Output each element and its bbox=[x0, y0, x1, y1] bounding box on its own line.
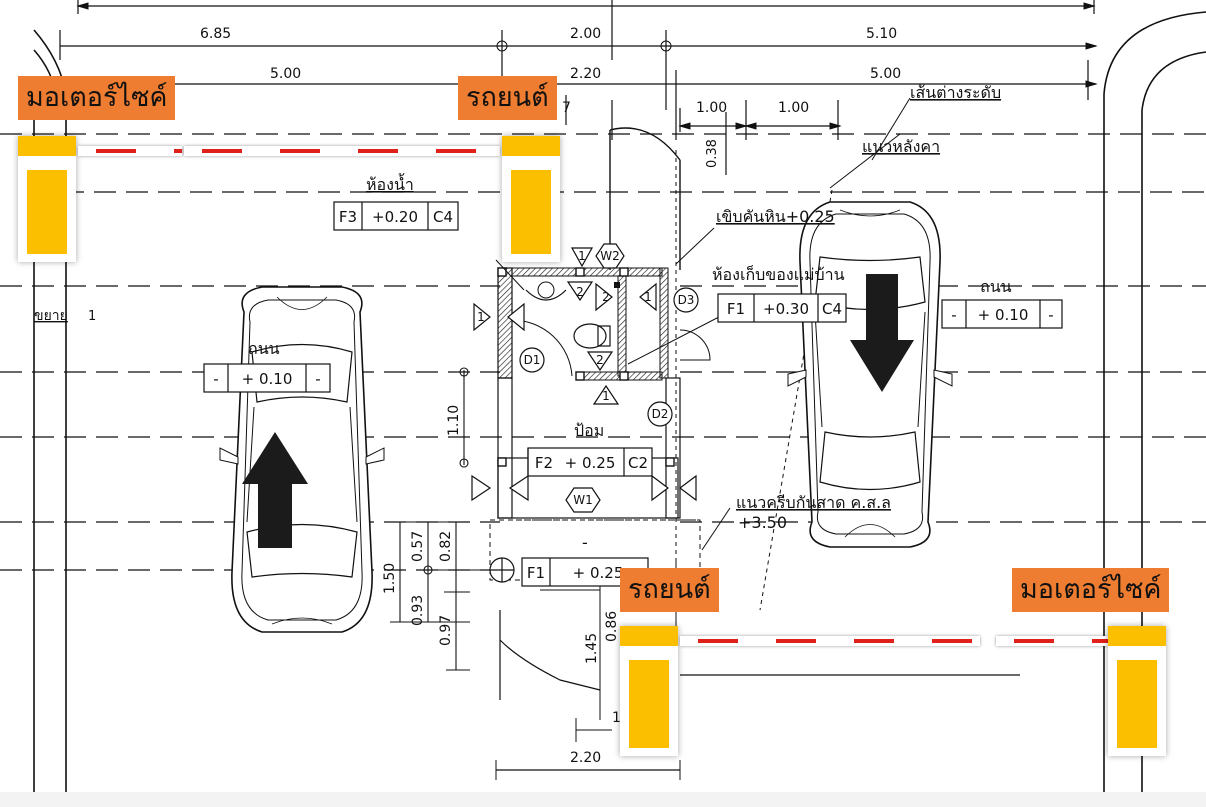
arrow-up-icon bbox=[242, 432, 308, 548]
barrier-arm-top-right bbox=[184, 146, 500, 156]
label-motorcycle-bottom: มอเตอร์ไซค์ bbox=[1012, 568, 1170, 612]
tag-road-left-right: - bbox=[315, 370, 320, 388]
dim-510: 5.10 bbox=[866, 26, 897, 42]
tag-road-right-left: - bbox=[951, 306, 956, 324]
dim-150: 1.50 bbox=[382, 563, 398, 594]
dim-220-top: 2.20 bbox=[570, 66, 601, 82]
label-stone-curb: เขิบคันหิน+0.25 bbox=[716, 207, 835, 226]
label-car-top: รถยนต์ bbox=[458, 76, 557, 120]
tag-bath-ceiling: C4 bbox=[433, 208, 453, 226]
marker-1-left: 1 bbox=[477, 310, 485, 324]
tag-bottom-level: + 0.25 bbox=[573, 564, 624, 582]
dim-145: 1.45 bbox=[584, 633, 600, 664]
marker-2-b: 2 bbox=[602, 290, 610, 304]
label-canopy-edge: แนวครีบกันสาด ค.ส.ล bbox=[736, 493, 891, 512]
tag-maid-ceiling: C4 bbox=[822, 300, 842, 318]
barrier-post-top-left bbox=[18, 136, 76, 262]
door-d3: D3 bbox=[678, 293, 695, 307]
tag-road-left-level: + 0.10 bbox=[242, 370, 293, 388]
dim-086: 0.86 bbox=[604, 611, 620, 642]
car-left bbox=[219, 286, 385, 633]
label-dash: - bbox=[582, 533, 588, 552]
marker-1-top: 1 bbox=[578, 249, 586, 263]
tag-maid-floor: F1 bbox=[727, 300, 745, 318]
dim-200-top: 2.00 bbox=[570, 26, 601, 42]
barrier-post-top-right bbox=[502, 136, 560, 262]
dim-500-left: 5.00 bbox=[270, 66, 301, 82]
marker-1-bottom: 1 bbox=[602, 389, 610, 403]
label-step-line: เส้นต่างระดับ bbox=[910, 83, 1001, 102]
door-d2: D2 bbox=[652, 407, 669, 421]
tag-bottom-floor: F1 bbox=[527, 564, 545, 582]
arrow-down-icon bbox=[850, 274, 914, 392]
label-expand: ขยาย bbox=[34, 308, 68, 324]
dim-097: 0.97 bbox=[438, 615, 454, 646]
dim-100-a: 1.00 bbox=[696, 100, 727, 116]
label-road-right: ถนน bbox=[980, 277, 1012, 296]
label-roof-line: แนวหลังคา bbox=[862, 137, 940, 156]
dim-093: 0.93 bbox=[410, 595, 426, 626]
dim-220-bottom: 2.20 bbox=[570, 750, 601, 766]
barrier-arm-top-left bbox=[78, 146, 182, 156]
barrier-post-bottom-left bbox=[620, 626, 678, 756]
viewer-bottom-strip bbox=[0, 792, 1206, 807]
barrier-post-bottom-right bbox=[1108, 626, 1166, 756]
tag-booth-floor: F2 bbox=[535, 454, 553, 472]
barrier-arm-bottom-left bbox=[680, 636, 980, 646]
label-bathroom: ห้องน้ำ bbox=[366, 173, 414, 194]
dim-500-right: 5.00 bbox=[870, 66, 901, 82]
tag-road-right-right: - bbox=[1048, 306, 1053, 324]
marker-1-right: 1 bbox=[644, 290, 652, 304]
door-d1: D1 bbox=[524, 353, 541, 367]
label-road-left: ถนน bbox=[248, 339, 280, 358]
label-canopy-level: +3.50 bbox=[738, 513, 787, 532]
tag-maid-level: +0.30 bbox=[763, 300, 809, 318]
tag-booth-ceiling: C2 bbox=[628, 454, 648, 472]
tag-road-left-left: - bbox=[213, 370, 218, 388]
window-w2: W2 bbox=[600, 249, 620, 263]
label-car-bottom: รถยนต์ bbox=[620, 568, 719, 612]
dim-100-b: 1.00 bbox=[778, 100, 809, 116]
dim-082: 0.82 bbox=[438, 531, 454, 562]
dim-057: 0.57 bbox=[410, 531, 426, 562]
dim-7: 7 bbox=[562, 100, 571, 116]
label-maid-storage: ห้องเก็บของแม่บ้าน bbox=[712, 264, 845, 284]
label-expand-num: 1 bbox=[88, 309, 96, 324]
dim-685: 6.85 bbox=[200, 26, 231, 42]
tag-bath-level: +0.20 bbox=[372, 208, 418, 226]
dim-110: 1.10 bbox=[446, 405, 462, 436]
label-guard-booth: ป้อม bbox=[574, 421, 604, 440]
dim-1-bottom: 1 bbox=[612, 710, 621, 726]
tag-booth-level: + 0.25 bbox=[565, 454, 616, 472]
tag-road-right-level: + 0.10 bbox=[978, 306, 1029, 324]
dim-038: 0.38 bbox=[705, 139, 720, 168]
label-motorcycle-top: มอเตอร์ไซค์ bbox=[18, 76, 176, 120]
barrier-arm-bottom-right bbox=[996, 636, 1108, 646]
window-w1: W1 bbox=[573, 493, 593, 507]
marker-2-c: 2 bbox=[596, 353, 604, 367]
tag-bath-floor: F3 bbox=[339, 208, 357, 226]
marker-2-a: 2 bbox=[576, 285, 584, 299]
guard-booth bbox=[495, 127, 1020, 780]
